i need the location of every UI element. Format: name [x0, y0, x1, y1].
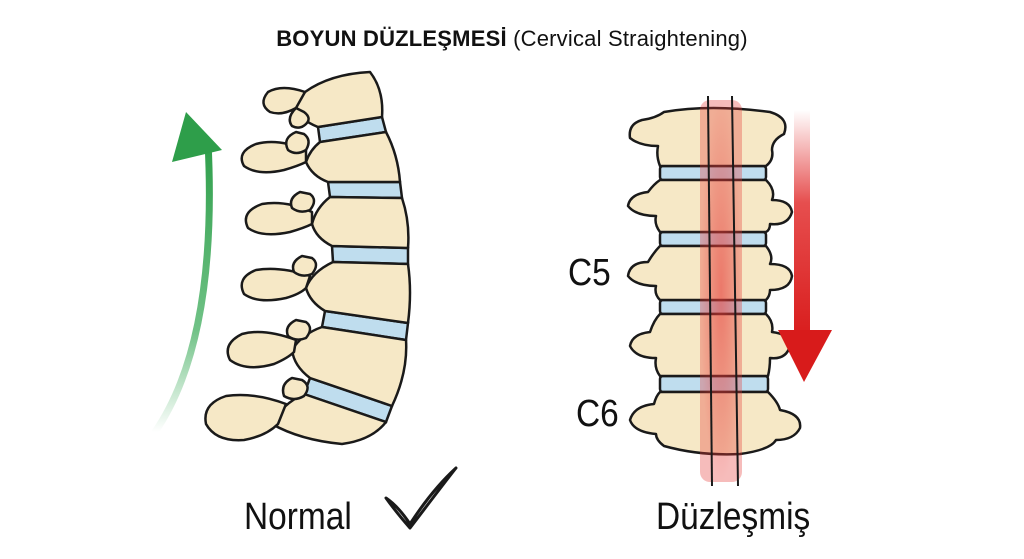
vertebra [304, 260, 412, 325]
label-flattened: Düzleşmiş [656, 496, 811, 538]
vertebra [310, 195, 410, 250]
disc [326, 180, 404, 200]
label-normal: Normal [244, 496, 352, 538]
spinal-canal-line [707, 95, 713, 487]
title-main: BOYUN DÜZLEŞMESİ [276, 26, 507, 51]
vertebra-process [204, 393, 288, 442]
normal-vertebrae [204, 70, 412, 446]
flattened-spine [626, 95, 802, 487]
vertebra-facet [291, 254, 318, 277]
vertebra-facet [285, 318, 312, 341]
vertebra-facet [289, 190, 316, 213]
vertebra-facet [281, 376, 309, 401]
spinal-canal-line [731, 95, 739, 487]
vertebra-facet [285, 130, 310, 155]
title-sub: (Cervical Straightening) [513, 26, 748, 51]
vertebra-process [262, 86, 307, 115]
vertebra-process [226, 330, 298, 369]
vertebra [304, 130, 402, 184]
curved-arrow-up-icon [151, 112, 222, 436]
normal-spine [204, 70, 412, 446]
page-title: BOYUN DÜZLEŞMESİ (Cervical Straightening… [0, 26, 1024, 52]
arrow-down-icon [778, 110, 832, 382]
label-c6: C6 [576, 393, 619, 435]
checkmark-icon [384, 466, 458, 530]
vertebra-process [240, 267, 312, 302]
vertebra-facet [288, 106, 310, 129]
label-c5: C5 [568, 252, 611, 294]
